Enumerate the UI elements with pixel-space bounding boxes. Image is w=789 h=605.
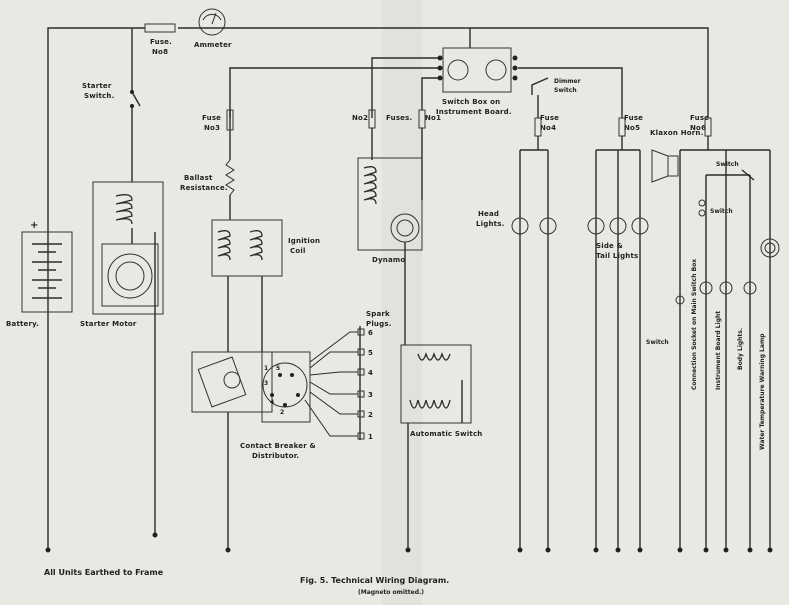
side-tail-lights: [587, 136, 649, 550]
label-fuse6-l1: Fuse: [690, 114, 709, 122]
label-dimmer-l1: Dimmer: [554, 78, 581, 85]
head-lights: [511, 136, 557, 550]
label-switch-box-l1: Switch Box on: [442, 98, 500, 106]
figure-subtitle: (Magneto omitted.): [358, 589, 424, 596]
label-head-l2: Lights.: [476, 220, 504, 228]
label-fuse4-l2: No4: [540, 124, 556, 132]
label-body-lights: Body Lights.: [737, 328, 744, 370]
label-automatic-switch: Automatic Switch: [410, 430, 483, 438]
label-contact-l1: Contact Breaker &: [240, 442, 316, 450]
dist-num-3: 3: [264, 380, 268, 387]
label-starter-switch-l2: Switch.: [84, 92, 114, 100]
plug-num-4: 4: [368, 369, 373, 377]
labels: Fuse. No8 Ammeter Starter Switch. Fuse N…: [6, 38, 766, 596]
automatic-switch: [400, 344, 472, 550]
ignition-coil: [211, 219, 283, 352]
label-fuse3-l2: No3: [204, 124, 220, 132]
label-no2: No2: [352, 114, 368, 122]
label-dynamo: Dynamo: [372, 256, 405, 264]
label-klaxon: Klaxon Horn.: [650, 129, 703, 137]
label-earthed: All Units Earthed to Frame: [44, 568, 164, 577]
accessory-circuits: [651, 136, 780, 550]
plug-num-6: 6: [368, 329, 373, 337]
label-ignition-l1: Ignition: [288, 237, 320, 245]
label-side-l2: Tail Lights: [596, 252, 638, 260]
battery: +: [21, 220, 73, 313]
label-switch-a: Switch: [716, 161, 739, 168]
label-ballast-l2: Resistance.: [180, 184, 228, 192]
label-switch-b: Switch: [710, 208, 733, 215]
label-fuse5-l2: No5: [624, 124, 640, 132]
plug-num-5: 5: [368, 349, 373, 357]
label-switch-box-l2: Instrument Board.: [436, 108, 512, 116]
label-fuse5-l1: Fuse: [624, 114, 643, 122]
starter-switch-symbol: [130, 90, 141, 108]
label-ballast-l1: Ballast: [184, 174, 213, 182]
label-fuse4-l1: Fuse: [540, 114, 559, 122]
label-contact-l2: Distributor.: [252, 452, 299, 460]
label-spark-l1: Spark: [366, 310, 390, 318]
dist-num-2: 2: [280, 409, 284, 416]
label-fuse6-l2: No6: [690, 124, 706, 132]
label-fuse8-l2: No8: [152, 48, 168, 56]
label-spark-l2: Plugs.: [366, 320, 392, 328]
label-water-temp: Water Temperature Warning Lamp: [759, 333, 766, 450]
dynamo: [357, 128, 423, 345]
dist-num-5: 5: [276, 365, 280, 372]
label-starter-motor: Starter Motor: [80, 320, 137, 328]
plug-num-3: 3: [368, 391, 373, 399]
fuse-8: [144, 23, 176, 33]
contact-breaker-distributor: [191, 351, 311, 423]
label-head-l1: Head: [478, 210, 499, 218]
starter-motor: [92, 181, 164, 535]
ballast-resistance: [225, 130, 235, 220]
spark-plugs: [357, 328, 365, 440]
label-ignition-l2: Coil: [290, 247, 306, 255]
label-instrument-board-light: Instrument Board Light: [715, 311, 722, 390]
main-bus-wires: [47, 27, 709, 550]
label-switch-c: Switch: [646, 339, 669, 346]
label-fuse8-l1: Fuse.: [150, 38, 172, 46]
label-dimmer-l2: Switch: [554, 87, 577, 94]
svg-text:+: +: [30, 220, 38, 231]
label-fuses: Fuses.: [386, 114, 412, 122]
plug-num-2: 2: [368, 411, 373, 419]
switch-box: [437, 47, 518, 93]
dist-num-1: 1: [264, 365, 268, 372]
ammeter: [198, 8, 226, 36]
label-connection-socket: Connection Socket on Main Switch Box: [691, 259, 698, 390]
label-starter-switch-l1: Starter: [82, 82, 112, 90]
label-fuse3-l1: Fuse: [202, 114, 221, 122]
plug-num-1: 1: [368, 433, 373, 441]
earth-terminals: [45, 532, 773, 553]
label-ammeter: Ammeter: [194, 41, 232, 49]
label-battery: Battery.: [6, 320, 39, 328]
label-side-l1: Side &: [596, 242, 623, 250]
page-fold: [382, 0, 422, 605]
spark-plug-leads: [304, 326, 361, 440]
dist-num-4: 4: [270, 399, 274, 406]
figure-title: Fig. 5. Technical Wiring Diagram.: [300, 576, 449, 585]
label-no1: No1: [425, 114, 441, 122]
